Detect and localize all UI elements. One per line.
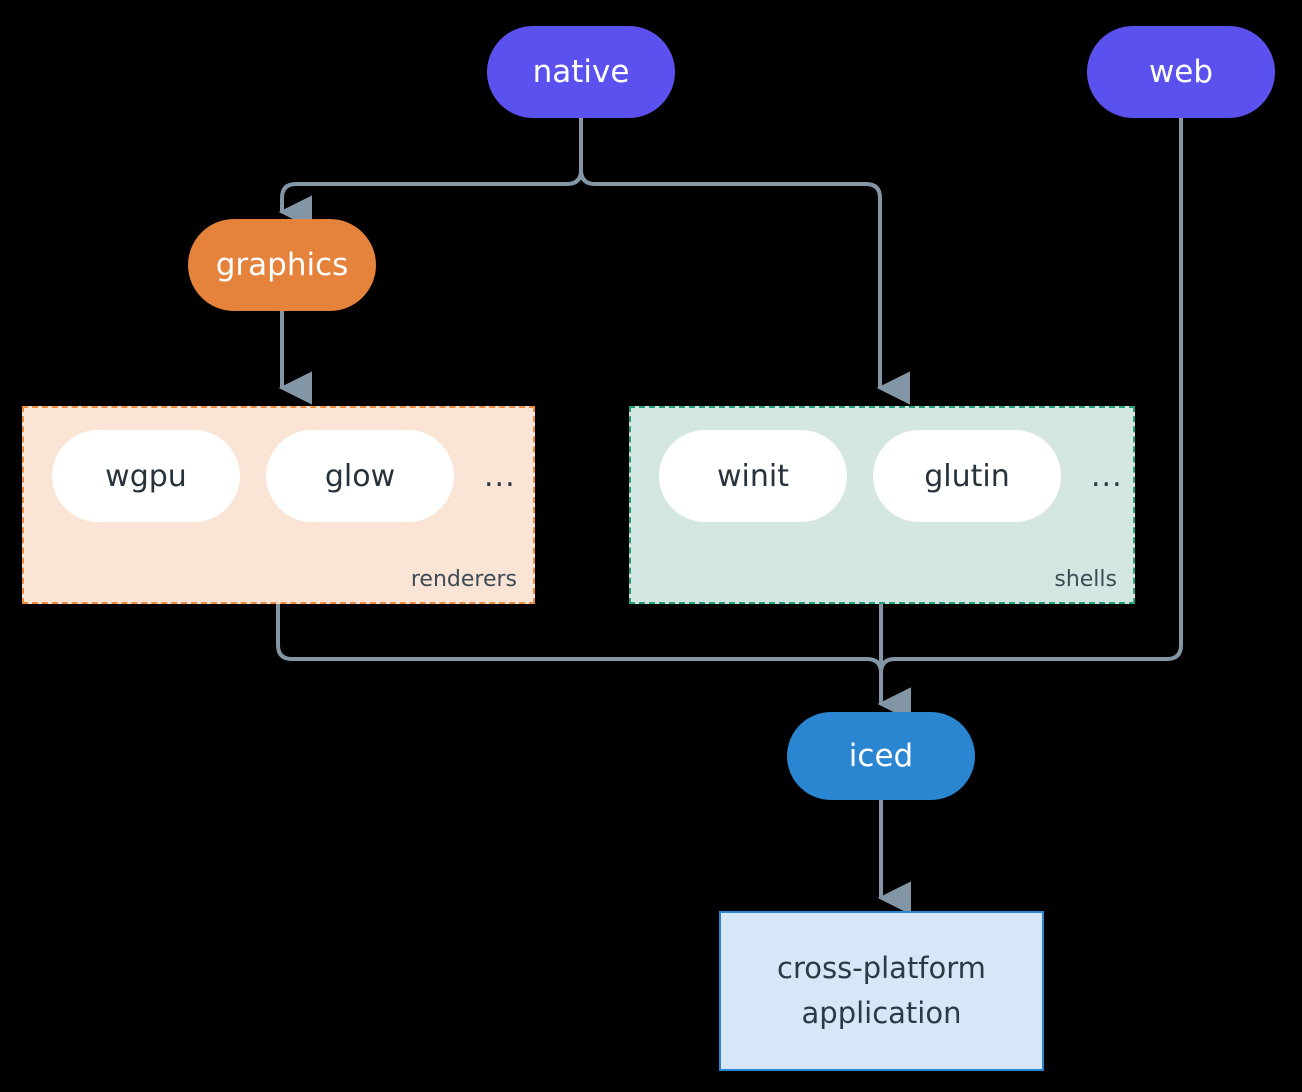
node-iced[interactable]: iced [787, 712, 975, 800]
edge-renderers-to-iced [276, 604, 911, 721]
group-renderers-label: renderers [410, 567, 517, 592]
chip-glow-label: glow [324, 458, 396, 494]
application-label-line1: cross-platform [777, 951, 986, 986]
chip-winit[interactable]: winit [659, 430, 847, 522]
chip-winit-label: winit [717, 458, 789, 494]
group-renderers-items: wgpu glow ... [52, 430, 516, 522]
edge-web-to-iced [877, 118, 1183, 721]
edge-native-to-shells [579, 118, 910, 405]
node-native[interactable]: native [487, 26, 675, 118]
group-shells-items: winit glutin ... [659, 430, 1123, 522]
shells-overflow-ellipsis: ... [1091, 458, 1123, 494]
application-label-line2: application [801, 996, 962, 1030]
chip-glutin[interactable]: glutin [873, 430, 1061, 522]
chip-glow[interactable]: glow [266, 430, 454, 522]
node-web[interactable]: web [1087, 26, 1275, 118]
node-web-label: web [1148, 54, 1214, 90]
chip-wgpu-label: wgpu [105, 458, 187, 494]
group-renderers: wgpu glow ... renderers [22, 406, 535, 604]
renderers-overflow-ellipsis: ... [484, 458, 516, 494]
group-shells: winit glutin ... shells [629, 406, 1135, 604]
edge-native-to-graphics [278, 118, 583, 229]
chip-wgpu[interactable]: wgpu [52, 430, 240, 522]
node-cross-platform-application[interactable]: cross-platform application [719, 911, 1044, 1071]
chip-glutin-label: glutin [924, 458, 1010, 494]
group-shells-label: shells [1054, 567, 1117, 592]
node-native-label: native [532, 54, 630, 90]
node-graphics[interactable]: graphics [188, 219, 376, 311]
node-iced-label: iced [848, 738, 914, 774]
node-graphics-label: graphics [215, 247, 349, 283]
